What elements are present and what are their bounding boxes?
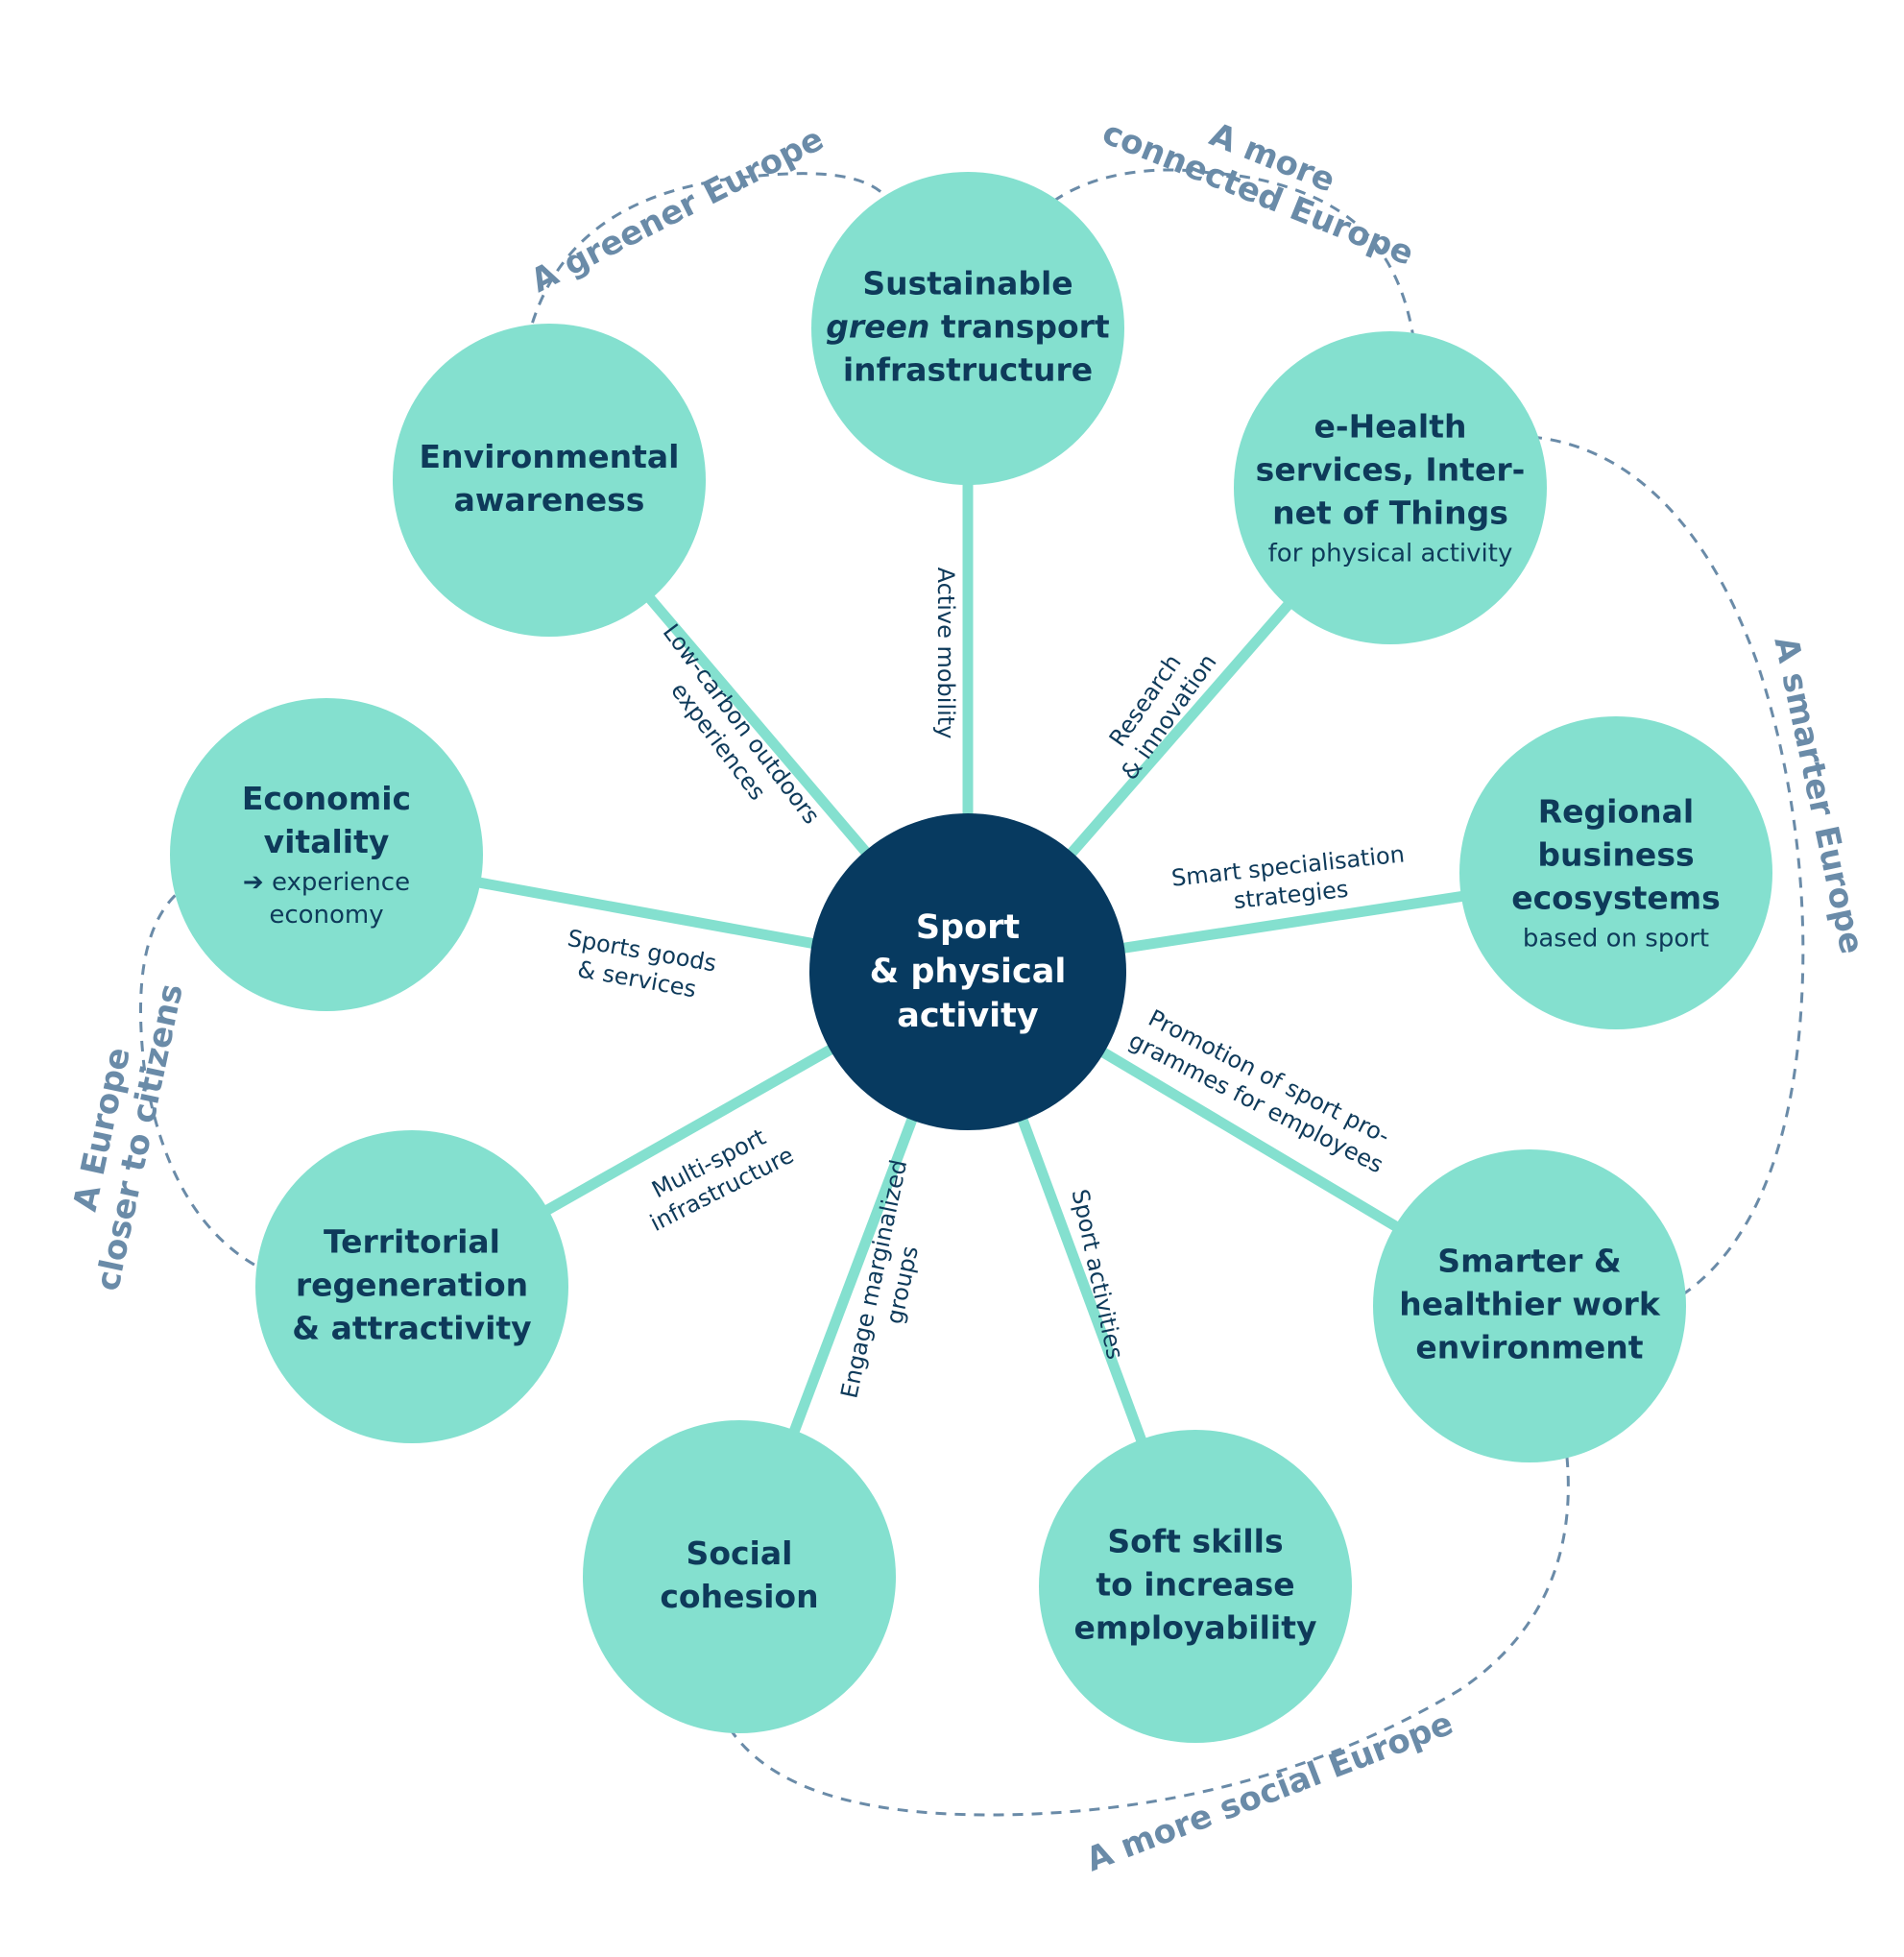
node-social-cohesion: Social cohesion [583,1420,896,1733]
node-title-line: Territorial [324,1223,500,1261]
node-title-line: healthier work [1399,1286,1661,1323]
node-title-line: net of Things [1272,495,1508,532]
node-subtitle-line: for physical activity [1268,540,1513,568]
node-economic: Economic vitality ➔ experience economy [170,698,483,1011]
node-title-line: to increase [1096,1566,1294,1604]
group-label-greener: A greener Europe [525,120,831,301]
node-title-line: ecosystems [1511,880,1721,917]
group-label-line: A smarter Europe [1766,634,1870,957]
node-title-line: environment [1415,1329,1643,1366]
node-circle [393,324,706,637]
node-circle [1459,716,1772,1029]
dashed-outline-greener [521,172,900,361]
node-title-line: employability [1074,1609,1317,1647]
node-title-line: green transport [826,308,1110,346]
outer-nodes: Sustainable green transport infrastructure… [170,172,1772,1743]
node-territorial: Territorial regeneration & attractivity [255,1130,568,1443]
node-circle [1373,1149,1686,1462]
node-title-line: Soft skills [1107,1523,1283,1560]
center-title-line: activity [897,997,1039,1035]
node-environmental: Environmental awareness [393,324,706,637]
dashed-outline-connected [1037,168,1418,358]
node-title-line: & attractivity [292,1310,531,1347]
node-title-line: Regional [1538,793,1694,831]
node-ehealth: e-Health services, Inter-net of Things for… [1234,331,1547,644]
node-soft-skills: Soft skills to increase employability [1039,1430,1352,1743]
dashed-group-outlines [139,168,1805,1817]
node-title-line: Environmental [420,438,680,475]
center-circle [809,813,1126,1130]
node-title-line: regeneration [296,1267,528,1304]
node-title-line: awareness [454,481,645,519]
node-circle [255,1130,568,1443]
node-circle [170,698,483,1011]
node-subtitle-line: based on sport [1523,925,1709,954]
node-circle [1234,331,1547,644]
node-subtitle-line: ➔ experience [243,868,410,897]
node-regional: Regional business ecosystems based on sport [1459,716,1772,1029]
group-label-smarter: A smarter Europe [1766,634,1870,957]
node-title-line: cohesion [660,1578,818,1615]
center-title-line: Sport [916,908,1020,947]
node-title-line: infrastructure [843,351,1093,389]
center-node: Sport & physical activity [809,813,1126,1130]
node-title-line: Social [687,1534,793,1572]
node-subtitle-line: economy [269,901,383,930]
center-title-line: & physical [870,953,1067,991]
dashed-outline-closer [139,882,270,1274]
edge-label-green-transport: Active mobility [932,568,959,739]
group-label-line: A greener Europe [525,120,831,301]
node-title-line: vitality [264,823,390,860]
node-title-line: Smarter & [1437,1243,1621,1280]
node-title-line: business [1537,836,1694,874]
node-smarter-work: Smarter & healthier work environment [1373,1149,1686,1462]
node-title-line: Sustainable [862,265,1073,302]
node-circle [583,1420,896,1733]
node-title-line: e-Health [1314,408,1467,446]
edge-label-line: Active mobility [932,568,959,739]
node-green-transport: Sustainable green transport infrastructure [811,172,1124,485]
node-circle [811,172,1124,485]
edge-label-line: Low-carbon outdoors [658,619,825,830]
node-title-line: Economic [242,780,411,817]
node-circle [1039,1430,1352,1743]
node-title-line: services, Inter- [1256,451,1526,489]
dashed-outline-social [728,1439,1570,1817]
edge-label-economic: Sports goods& services [566,925,718,1003]
